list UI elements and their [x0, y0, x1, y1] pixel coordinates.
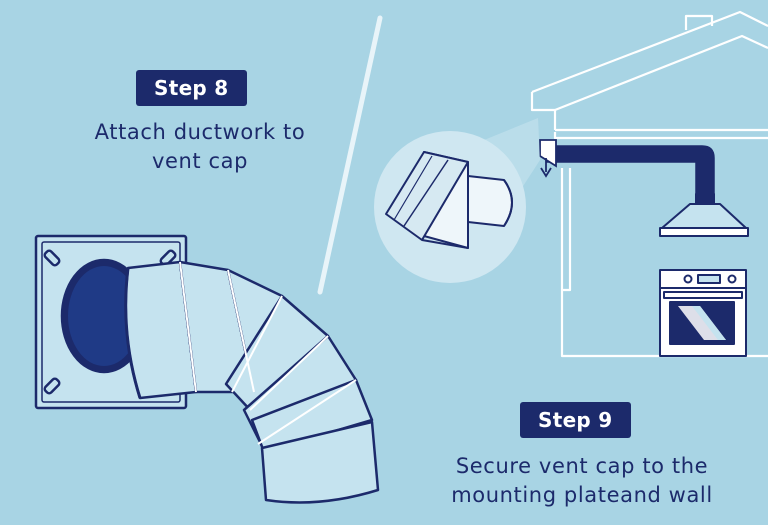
step-9-caption-line-2: mounting plateand wall [451, 483, 713, 507]
step-8-caption: Attach ductwork to vent cap [40, 118, 360, 176]
attic-duct-icon [539, 139, 715, 197]
flexible-duct-elbow-icon [124, 260, 380, 504]
range-hood-icon [659, 193, 749, 237]
step-8-caption-line-1: Attach ductwork to [94, 120, 306, 144]
vent-cap-zoom-icon [374, 131, 526, 283]
step-8-caption-line-2: vent cap [151, 149, 249, 173]
diagonal-divider [317, 15, 383, 295]
step-9-caption: Secure vent cap to the mounting plateand… [412, 452, 752, 510]
step-9-caption-line-1: Secure vent cap to the [455, 454, 709, 478]
step-8-badge: Step 8 [136, 70, 247, 106]
oven-icon [659, 269, 747, 357]
step-9-badge: Step 9 [520, 402, 631, 438]
